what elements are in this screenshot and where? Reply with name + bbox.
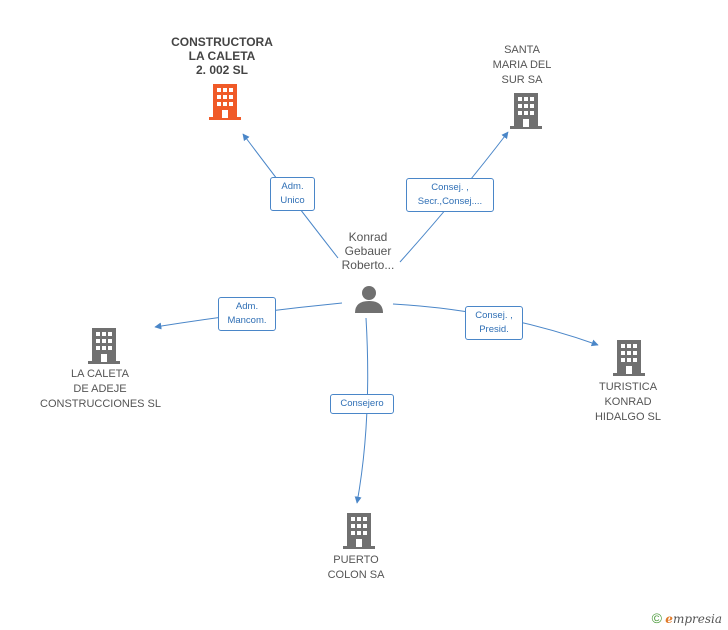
company-label-turistica[interactable]: TURISTICA KONRAD HIDALGO SL [583,380,673,425]
brand-logo: empresia [665,612,722,626]
company-label-puerto[interactable]: PUERTO COLON SA [316,553,396,583]
person-icon[interactable] [354,284,384,314]
company-label-line: KONRAD [604,396,652,408]
person-name-line: Roberto... [341,258,395,272]
edge-label-line: Presid. [479,324,509,335]
building-icon[interactable] [343,513,375,549]
company-label-line: CONSTRUCTORA [171,35,273,49]
company-label-line: LA CALETA [71,368,129,380]
building-icon[interactable] [209,84,241,120]
edge-label-line: Adm. [235,301,259,312]
edge-label-line: Adm. [281,181,304,192]
building-icon[interactable] [88,328,120,364]
company-label-line: HIDALGO SL [594,411,662,423]
edge-to-puerto [354,317,369,504]
edge-label-santamaria[interactable]: Consej. , Secr.,Consej.... [406,178,494,212]
edge-label-line: Unico [280,195,305,206]
person-name-line: Konrad [348,230,388,244]
edge-label-line: Secr.,Consej.... [417,196,483,207]
company-label-line: MARIA DEL [492,59,552,71]
edge-label-caleta2002[interactable]: Adm. Unico [270,177,315,211]
company-label-line: SUR SA [501,74,543,86]
edge-label-line: Consej. , [475,310,513,321]
company-label-line: TURISTICA [598,381,658,393]
person-name[interactable]: Konrad Gebauer Roberto... [328,230,408,272]
company-label-line: LA CALETA [188,49,256,63]
edge-label-puerto[interactable]: Consejero [330,394,394,414]
edge-label-line: Consejero [340,398,384,409]
company-label-caleta2002[interactable]: CONSTRUCTORA LA CALETA 2. 002 SL [162,35,282,77]
edge-label-line: Consej. , [431,182,469,193]
building-icon[interactable] [510,93,542,129]
copyright-symbol: © [651,610,662,626]
company-label-line: SANTA [504,44,540,56]
company-label-santamaria[interactable]: SANTA MARIA DEL SUR SA [482,43,562,88]
edge-label-turistica[interactable]: Consej. , Presid. [465,306,523,340]
brand-watermark: © empresia [652,610,722,626]
building-icon[interactable] [613,340,645,376]
person-name-line: Gebauer [344,244,392,258]
company-label-line: 2. 002 SL [195,63,249,77]
company-label-line: COLON SA [327,569,385,581]
edge-label-adeje[interactable]: Adm. Mancom. [218,297,276,331]
company-label-line: PUERTO [333,554,379,566]
company-label-adeje[interactable]: LA CALETA DE ADEJE CONSTRUCCIONES SL [40,367,162,412]
edge-label-line: Mancom. [227,315,267,326]
company-label-line: CONSTRUCCIONES SL [40,398,162,410]
company-label-line: DE ADEJE [73,383,127,395]
